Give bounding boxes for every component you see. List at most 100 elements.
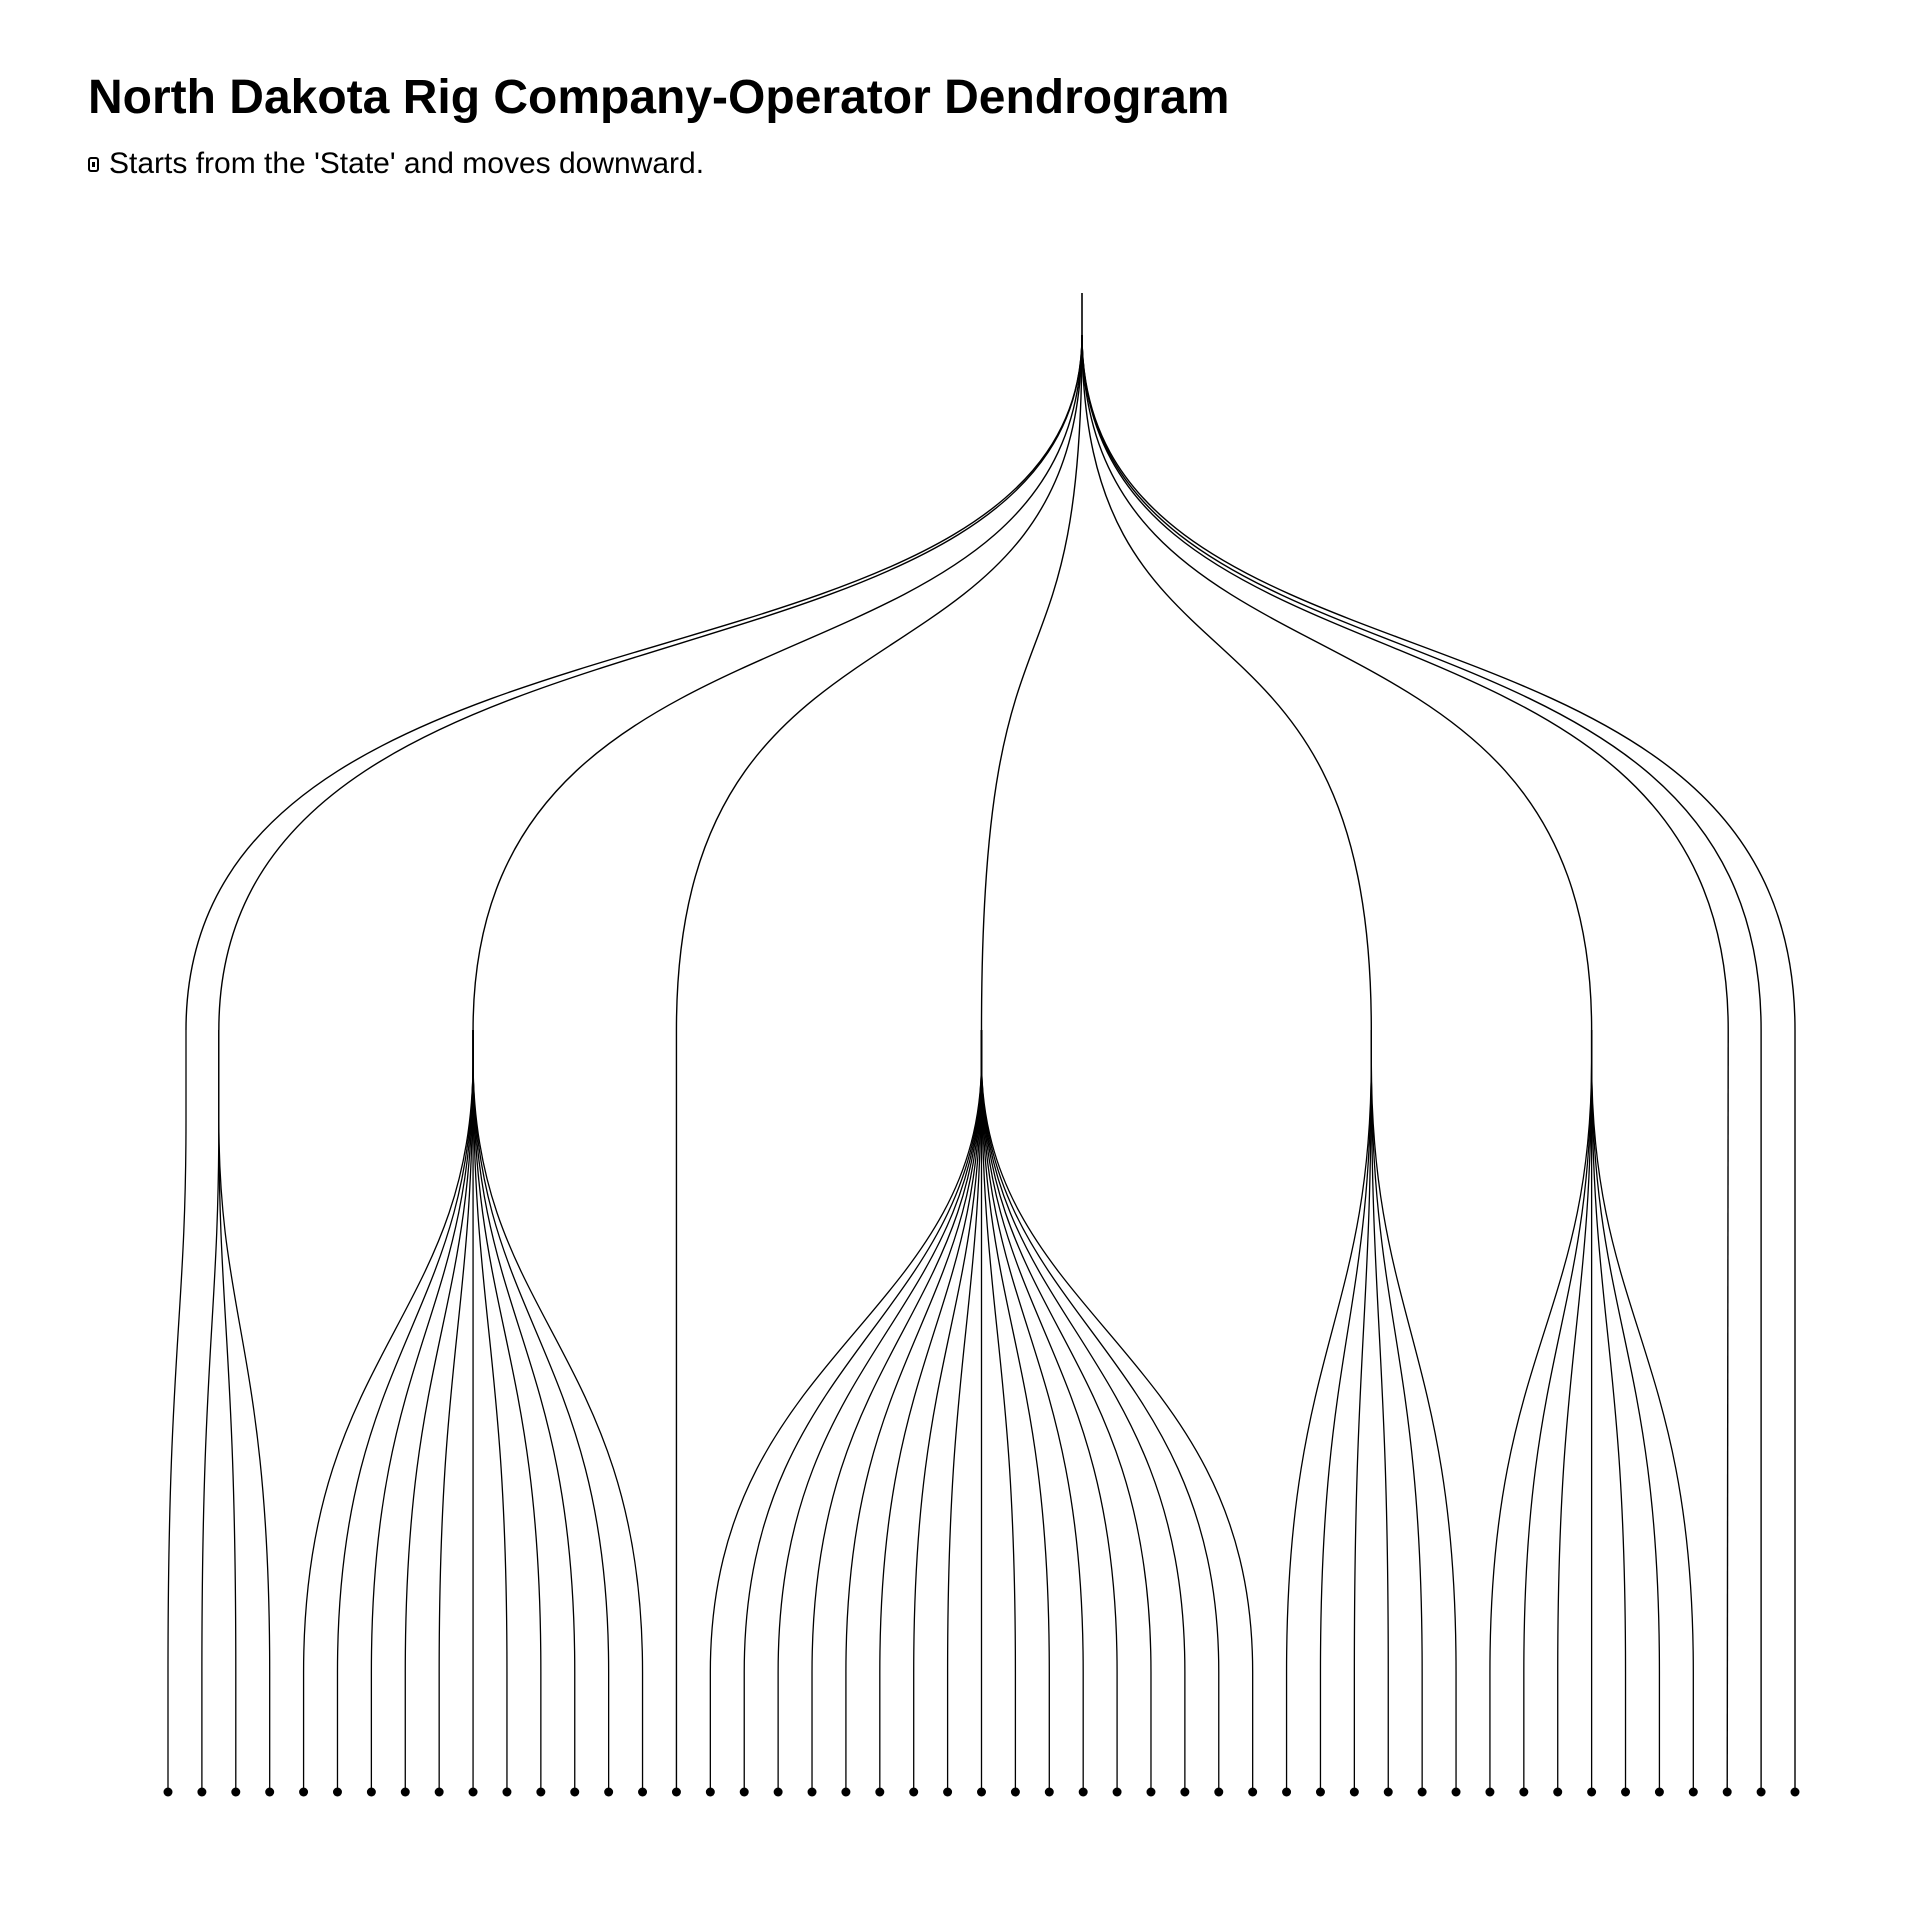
leaf-node-g5-6 — [909, 1787, 919, 1797]
leaf-node-g3-9 — [604, 1787, 614, 1797]
leaf-branch-g3-2 — [370, 1030, 474, 1792]
leaf-branch-g3-3 — [404, 1030, 474, 1792]
leaf-branch-g3-6 — [472, 1030, 508, 1792]
leaf-node-g6-3 — [1383, 1787, 1393, 1797]
leaf-node-g6-1 — [1315, 1787, 1325, 1797]
leaf-node-g5-11 — [1078, 1787, 1088, 1797]
leaf-branch-g3-0 — [302, 1030, 474, 1792]
leaf-node-g3-8 — [570, 1787, 580, 1797]
leaf-branch-g7-0 — [1489, 1030, 1593, 1792]
root-branch-g3 — [472, 334, 1083, 1031]
root-branch-g7 — [1081, 334, 1593, 1031]
leaf-branch-g2-1 — [218, 1030, 237, 1792]
leaf-node-g7-4 — [1621, 1787, 1631, 1797]
leaf-node-g5-3 — [807, 1787, 817, 1797]
leaf-node-g5-4 — [841, 1787, 851, 1797]
leaf-node-g7-0 — [1485, 1787, 1495, 1797]
leaf-node-g5-9 — [1010, 1787, 1020, 1797]
leaf-node-g5-15 — [1214, 1787, 1224, 1797]
leaf-node-g7-2 — [1553, 1787, 1563, 1797]
leaf-branch-g7-4 — [1590, 1030, 1627, 1792]
leaf-node-g5-0 — [705, 1787, 715, 1797]
leaf-node-g5-2 — [773, 1787, 783, 1797]
page-title: North Dakota Rig Company-Operator Dendro… — [88, 71, 1230, 124]
leaf-branch-g7-1 — [1523, 1030, 1593, 1792]
leaf-node-g5-13 — [1146, 1787, 1156, 1797]
root-branch-g5 — [980, 334, 1083, 1031]
subtitle: Starts from the 'State' and moves downwa… — [88, 146, 704, 182]
leaf-branch-g5-3 — [811, 1030, 983, 1792]
leaf-node-g5-7 — [943, 1787, 953, 1797]
leaf-branch-g6-4 — [1370, 1030, 1423, 1792]
leaf-node-g3-3 — [400, 1787, 410, 1797]
leaf-branch-g3-1 — [336, 1030, 474, 1792]
leaf-node-g5-12 — [1112, 1787, 1122, 1797]
leaf-node-g1-0 — [163, 1787, 173, 1797]
leaf-branch-g6-1 — [1319, 1030, 1372, 1792]
leaf-node-g9-0 — [1756, 1787, 1766, 1797]
leaf-node-g5-10 — [1044, 1787, 1054, 1797]
leaf-branch-g3-9 — [472, 1030, 610, 1792]
root-branch-g9 — [1081, 334, 1762, 1031]
leaf-node-g3-6 — [502, 1787, 512, 1797]
root-branch-g2 — [218, 334, 1083, 1031]
leaf-node-g5-16 — [1248, 1787, 1258, 1797]
leaf-branch-g2-0 — [201, 1030, 220, 1792]
leaf-branch-g5-15 — [980, 1030, 1220, 1792]
leaf-branch-g5-13 — [980, 1030, 1152, 1792]
leaf-node-g6-4 — [1417, 1787, 1427, 1797]
leaf-node-g6-0 — [1282, 1787, 1292, 1797]
leaf-branch-g5-2 — [777, 1030, 983, 1792]
leaf-branch-g6-0 — [1285, 1030, 1372, 1792]
leaf-node-g3-7 — [536, 1787, 546, 1797]
leaf-branch-g5-16 — [980, 1030, 1254, 1792]
leaf-branch-g5-14 — [980, 1030, 1186, 1792]
leaf-node-g5-8 — [977, 1787, 986, 1797]
leaf-node-g8-0 — [1722, 1787, 1732, 1797]
leaf-branch-g7-6 — [1590, 1030, 1694, 1792]
leaf-node-g2-2 — [265, 1787, 275, 1797]
info-icon — [88, 156, 99, 172]
leaf-branch-g5-12 — [980, 1030, 1118, 1792]
leaf-node-g6-2 — [1349, 1787, 1359, 1797]
leaf-node-g3-10 — [638, 1787, 648, 1797]
leaf-node-g5-14 — [1180, 1787, 1190, 1797]
leaf-branch-g5-6 — [913, 1030, 983, 1792]
leaf-node-g10-0 — [1790, 1787, 1800, 1797]
leaf-branch-g5-5 — [879, 1030, 983, 1792]
leaf-node-g2-0 — [197, 1787, 207, 1797]
leaf-node-g3-2 — [366, 1787, 376, 1797]
root-branch-g8 — [1081, 334, 1729, 1031]
leaf-branch-g8-0 — [1726, 1029, 1729, 1793]
leaf-branch-g6-5 — [1370, 1030, 1457, 1792]
leaf-branch-g5-1 — [743, 1030, 983, 1792]
leaf-node-g3-4 — [434, 1787, 444, 1797]
leaf-node-g7-5 — [1654, 1787, 1664, 1797]
leaf-branch-g5-7 — [946, 1030, 983, 1792]
leaf-branch-g3-8 — [472, 1030, 576, 1792]
leaf-node-g6-5 — [1451, 1787, 1461, 1797]
leaf-branch-g6-3 — [1370, 1030, 1389, 1792]
leaf-node-g7-3 — [1587, 1787, 1597, 1797]
leaf-branch-g6-2 — [1353, 1030, 1372, 1792]
leaf-node-g3-1 — [332, 1787, 342, 1797]
leaf-branch-g7-2 — [1557, 1030, 1593, 1792]
root-branch-g10 — [1081, 334, 1796, 1031]
leaf-branch-g1-0 — [167, 1030, 187, 1792]
leaf-branch-g5-9 — [980, 1030, 1017, 1792]
leaf-branch-g5-10 — [980, 1030, 1050, 1792]
leaf-branch-g2-2 — [218, 1030, 271, 1792]
leaf-node-g3-5 — [468, 1787, 478, 1797]
root-branch-g1 — [185, 334, 1083, 1031]
subtitle-text: Starts from the 'State' and moves downwa… — [109, 147, 705, 180]
leaf-node-g7-1 — [1519, 1787, 1529, 1797]
leaf-node-g7-6 — [1688, 1787, 1698, 1797]
leaf-node-g2-1 — [231, 1787, 241, 1797]
root-branch-g6 — [1081, 334, 1372, 1031]
leaf-node-g5-5 — [875, 1787, 885, 1797]
leaf-node-g4-0 — [671, 1787, 681, 1797]
leaf-node-g5-1 — [739, 1787, 749, 1797]
leaf-branch-g3-4 — [438, 1030, 474, 1792]
leaf-branch-g5-0 — [709, 1030, 983, 1792]
